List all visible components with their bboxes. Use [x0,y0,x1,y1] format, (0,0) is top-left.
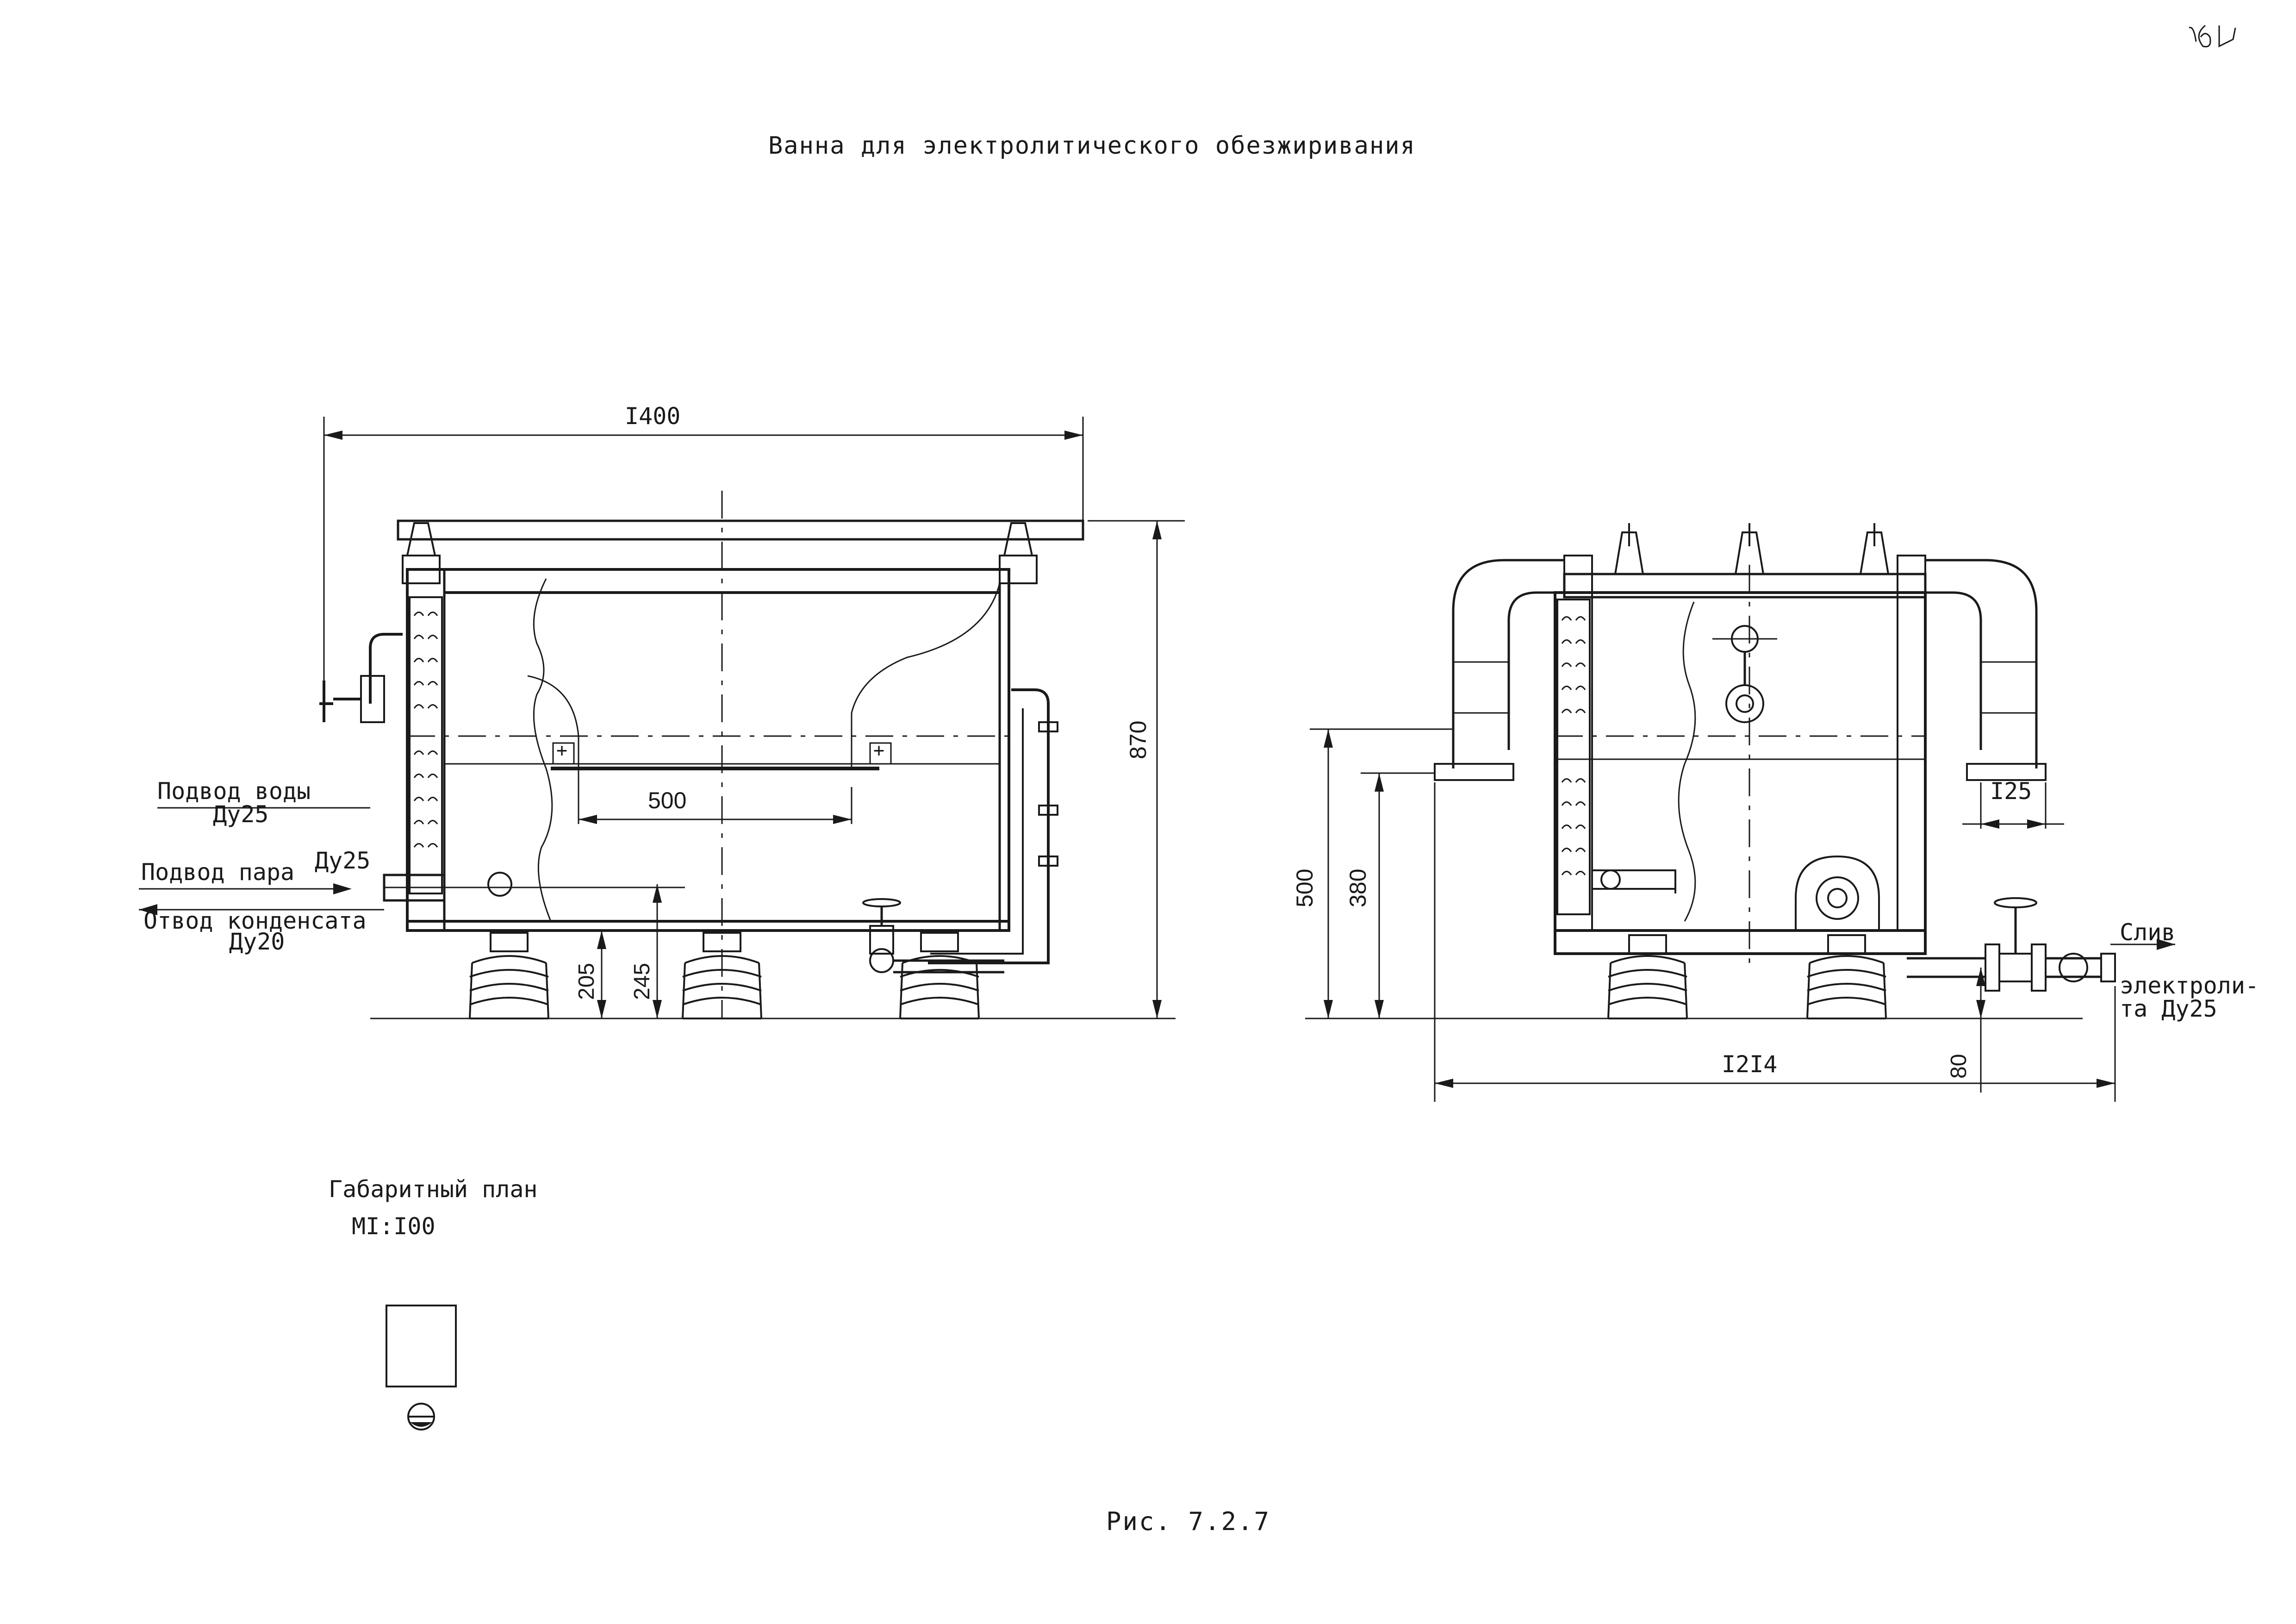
dim-125-label: I25 [1990,778,2032,805]
plan-title: Габаритный план [329,1176,538,1203]
dim-electrode-label: 500 [648,787,687,813]
page-title: Ванна для электролитического обезжириван… [768,132,1416,160]
figure-caption: Рис. 7.2.7 [1106,1507,1271,1536]
dim-245-label: 245 [630,962,654,1000]
page-number-mark [2189,25,2236,48]
plan-scale: MI:I00 [352,1213,436,1240]
plan-view [386,1305,457,1430]
dim-500-side-label: 500 [1292,868,1318,907]
side-foot-1 [1607,934,1688,1019]
dim-length-label: I400 [625,403,681,430]
water-inlet-label: Подвод воды [157,778,311,805]
front-foot-3 [899,932,980,1019]
front-view [139,417,1185,1019]
front-foot-2 [682,932,762,1019]
dim-380-label: 380 [1345,868,1371,907]
condensate-outlet-du: Ду20 [229,928,285,955]
drain-label-3: та Ду25 [2120,995,2217,1022]
plus-sign-left: + [556,740,568,761]
steam-inlet-du: Ду25 [315,847,371,874]
water-inlet-du: Ду25 [213,801,269,828]
dim-80-label: 80 [1947,1054,1971,1079]
drain-label-1: Слив [2120,919,2176,946]
front-foot-1 [469,932,549,1019]
condensate-outlet-label: Отвод конденсата [143,907,367,934]
drain-label-2: электроли- [2120,972,2259,999]
dim-1214-label: I2I4 [1722,1051,1778,1078]
plus-sign-right: + [873,740,885,761]
dim-height-label: 870 [1125,720,1151,759]
side-foot-2 [1806,934,1887,1019]
dim-205-label: 205 [574,962,599,1000]
steam-inlet-label: Подвод пара [141,859,295,886]
side-view [1305,523,2175,1102]
